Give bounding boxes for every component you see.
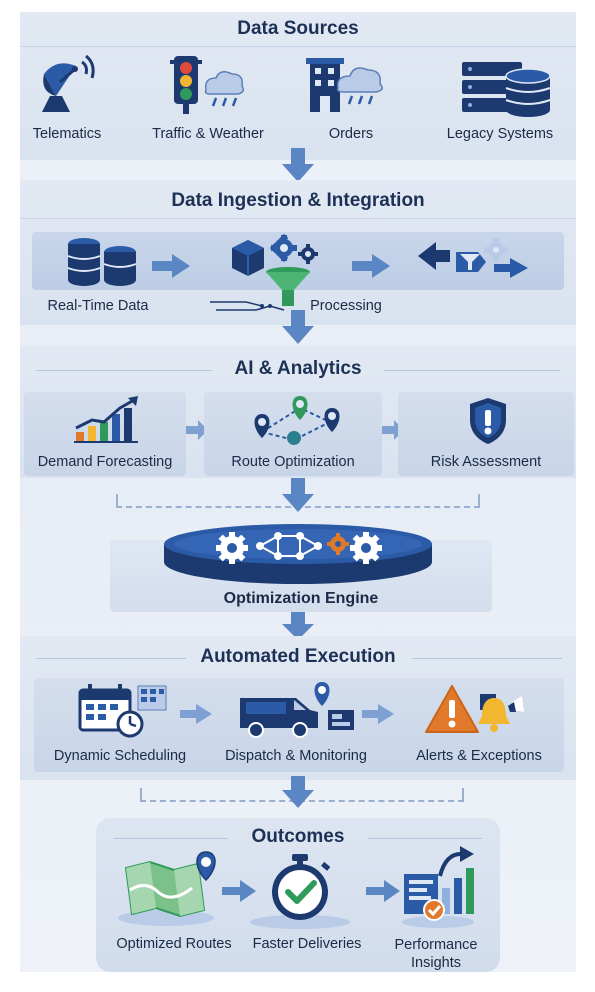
connector-dashed [116, 494, 118, 506]
ingestion-title: Data Ingestion & Integration [171, 190, 425, 211]
stopwatch-check-icon [250, 854, 350, 929]
flow-arrow-down [282, 612, 314, 640]
cube-gears-funnel-icon [232, 234, 318, 306]
execution-label-alerts: Alerts & Exceptions [416, 748, 542, 764]
ingestion-label-realtime: Real-Time Data [47, 298, 149, 314]
flow-arrow-down [282, 776, 314, 808]
title-rule-left [36, 658, 186, 659]
arrow-right-icon [186, 420, 208, 440]
title-rule-right [412, 658, 562, 659]
traffic-light-cloud-icon [170, 56, 245, 114]
shield-alert-icon [470, 398, 506, 444]
database-icon [67, 238, 137, 286]
outcome-label-routes: Optimized Routes [116, 936, 232, 952]
connector-dashed [140, 788, 142, 800]
data-stream-icon [210, 301, 285, 311]
title-rule-right [384, 370, 560, 371]
arrow-right-icon [222, 880, 256, 902]
outcome-label-deliveries: Faster Deliveries [252, 936, 362, 952]
title-divider [20, 218, 576, 219]
outcome-label-insights-line2: Insights [411, 955, 461, 971]
calendar-clock-icon [78, 684, 167, 738]
server-database-icon [462, 62, 551, 117]
source-label-traffic-weather: Traffic & Weather [152, 126, 264, 142]
satellite-dish-icon [42, 54, 95, 112]
map-pin-icon [118, 851, 216, 926]
title-rule-left [114, 838, 228, 839]
title-rule-left [36, 370, 212, 371]
bar-chart-growth-icon [74, 396, 138, 443]
outcomes-title: Outcomes [251, 826, 345, 847]
connector-dashed [462, 788, 464, 800]
arrow-right-icon [180, 704, 212, 724]
title-rule-right [368, 838, 482, 839]
engine-disc-gears-icon [164, 524, 432, 584]
source-label-orders: Orders [328, 126, 374, 142]
data-sources-title: Data Sources [237, 18, 359, 39]
arrow-right-icon [352, 254, 390, 278]
report-chart-icon [402, 846, 474, 928]
flow-arrow-down [282, 478, 314, 512]
outcome-label-insights-line1: Performance [394, 937, 478, 953]
ingestion-label-processing: Processing [310, 298, 382, 314]
flow-arrow-down [282, 148, 314, 182]
execution-title: Automated Execution [200, 646, 396, 667]
transform-arrows-icon [418, 238, 528, 278]
source-label-telematics: Telematics [32, 126, 102, 142]
arrow-right-icon [152, 254, 190, 278]
connector-dashed [478, 494, 480, 506]
source-label-legacy-systems: Legacy Systems [446, 126, 554, 142]
analytics-title: AI & Analytics [234, 358, 362, 379]
execution-label-dispatch: Dispatch & Monitoring [225, 748, 367, 764]
map-pins-route-icon [254, 396, 340, 445]
arrow-right-icon [366, 880, 400, 902]
flow-arrow-down [282, 310, 314, 344]
analytics-label-route: Route Optimization [231, 454, 355, 470]
van-location-icon [240, 682, 354, 738]
arrow-right-icon [362, 704, 394, 724]
outcome-label-insights: Performance Insights [378, 936, 494, 972]
warning-bell-icon [425, 685, 524, 733]
execution-label-scheduling: Dynamic Scheduling [53, 748, 187, 764]
analytics-label-risk: Risk Assessment [430, 454, 542, 470]
title-divider [20, 46, 576, 47]
building-cloud-icon [306, 58, 383, 112]
engine-label: Optimization Engine [223, 590, 379, 607]
analytics-label-demand: Demand Forecasting [37, 454, 173, 470]
